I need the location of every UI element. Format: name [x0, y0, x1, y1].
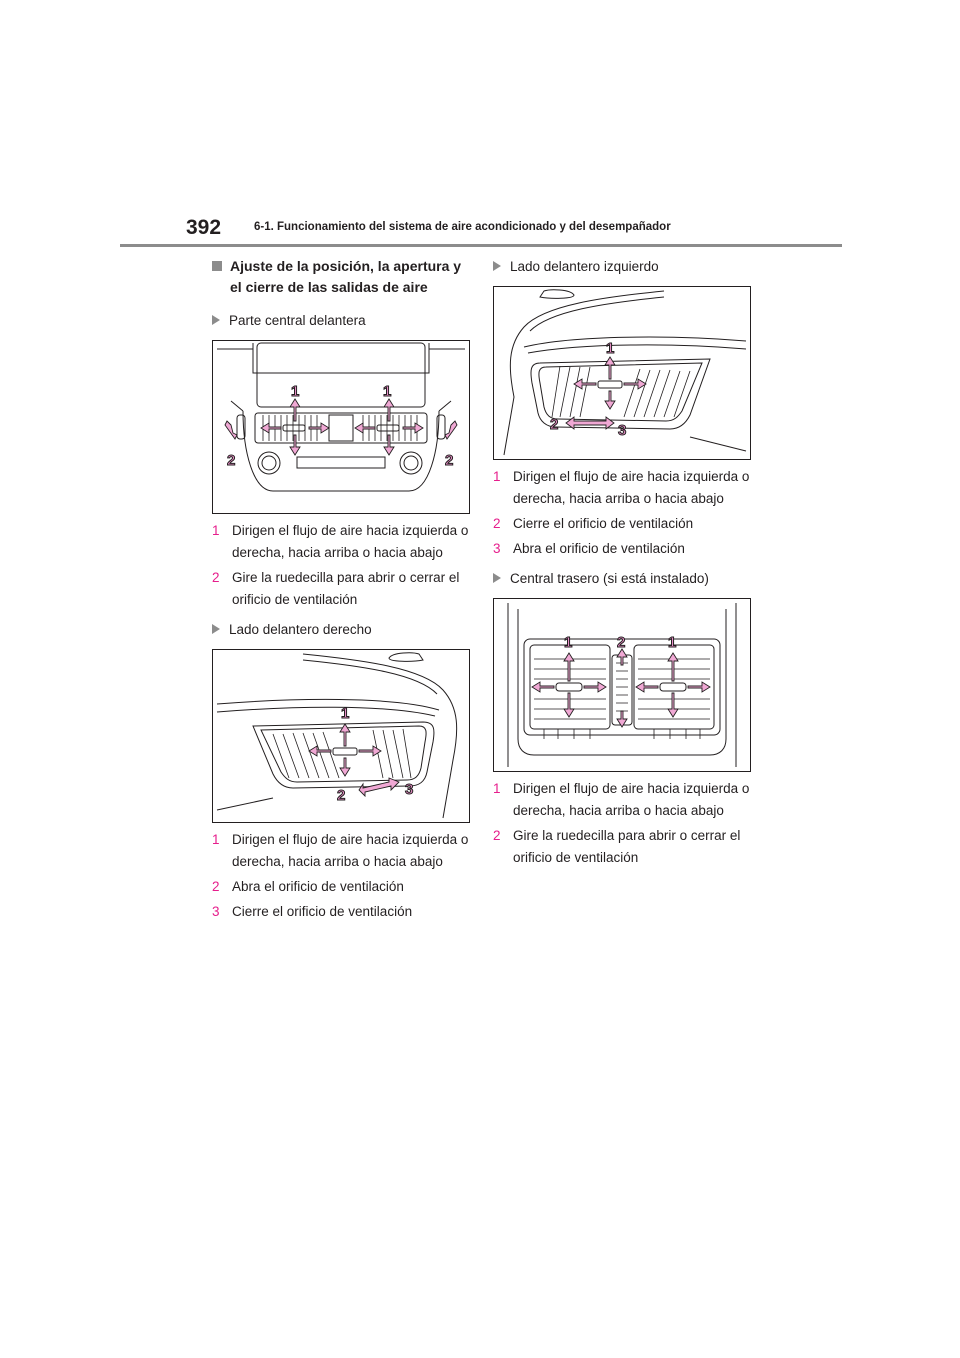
item-text: Cierre el orificio de ventilación [232, 904, 413, 919]
item-number: 2 [493, 516, 501, 531]
item-text: Dirigen el flujo de aire hacia izquierda… [513, 469, 750, 506]
rear-center-list: 1 Dirigen el flujo de aire hacia izquier… [493, 778, 755, 869]
figure-label-1: 1 [606, 340, 614, 357]
item-text: Gire la ruedecilla para abrir o cerrar e… [513, 828, 741, 865]
figure-rear-center-vents: 1 2 1 [493, 598, 751, 772]
item-text: Gire la ruedecilla para abrir o cerrar e… [232, 570, 460, 607]
triangle-bullet-icon [493, 573, 501, 583]
list-item: 1 Dirigen el flujo de aire hacia izquier… [493, 778, 755, 822]
item-text: Cierre el orificio de ventilación [513, 516, 694, 531]
list-item: 1 Dirigen el flujo de aire hacia izquier… [212, 829, 470, 873]
left-front-list: 1 Dirigen el flujo de aire hacia izquier… [493, 466, 755, 560]
chapter-title: 6-1. Funcionamiento del sistema de aire … [254, 221, 671, 233]
item-text: Dirigen el flujo de aire hacia izquierda… [232, 832, 469, 869]
figure-label-2: 2 [337, 787, 345, 804]
header-divider [120, 244, 842, 247]
figure-right-front-vent: 1 2 3 [212, 649, 470, 823]
section-heading: Ajuste de la posición, la apertura y el … [212, 256, 470, 298]
item-number: 2 [493, 828, 501, 843]
item-number: 2 [212, 570, 220, 585]
item-number: 1 [493, 469, 501, 484]
item-text: Dirigen el flujo de aire hacia izquierda… [513, 781, 750, 818]
figure-label-1: 1 [341, 705, 349, 722]
list-item: 1 Dirigen el flujo de aire hacia izquier… [212, 520, 470, 564]
subsection-title: Central trasero (si está instalado) [510, 570, 709, 586]
subsection-left-front: Lado delantero izquierdo [493, 256, 755, 276]
item-number: 1 [212, 832, 220, 847]
item-text: Abra el orificio de ventilación [513, 541, 685, 556]
figure-label-1: 1 [564, 634, 572, 651]
figure-label-1: 1 [383, 383, 391, 400]
triangle-bullet-icon [493, 261, 501, 271]
item-number: 3 [493, 541, 501, 556]
figure-label-1: 1 [291, 383, 299, 400]
section-heading-text: Ajuste de la posición, la apertura y el … [230, 258, 462, 295]
figure-label-1: 1 [668, 634, 676, 651]
right-column: Lado delantero izquierdo 1 2 [493, 256, 755, 875]
figure-label-3: 3 [618, 422, 626, 439]
subsection-center-front: Parte central delantera [212, 310, 470, 330]
right-front-list: 1 Dirigen el flujo de aire hacia izquier… [212, 829, 470, 923]
list-item: 3 Cierre el orificio de ventilación [212, 901, 470, 923]
figure-center-front-vents: 1 1 2 2 [212, 340, 470, 514]
list-item: 2 Gire la ruedecilla para abrir o cerrar… [212, 567, 470, 611]
item-number: 2 [212, 879, 220, 894]
list-item: 2 Cierre el orificio de ventilación [493, 513, 755, 535]
list-item: 1 Dirigen el flujo de aire hacia izquier… [493, 466, 755, 510]
left-column: Ajuste de la posición, la apertura y el … [212, 256, 470, 929]
square-bullet-icon [212, 261, 222, 271]
figure-label-2: 2 [550, 416, 558, 433]
figure-label-2: 2 [227, 452, 235, 469]
subsection-rear-center: Central trasero (si está instalado) [493, 568, 755, 588]
item-number: 3 [212, 904, 220, 919]
list-item: 2 Abra el orificio de ventilación [212, 876, 470, 898]
figure-label-3: 3 [405, 781, 413, 798]
figure-label-2: 2 [445, 452, 453, 469]
triangle-bullet-icon [212, 624, 220, 634]
page-number: 392 [186, 216, 222, 239]
figure-left-front-vent: 1 2 3 [493, 286, 751, 460]
item-text: Abra el orificio de ventilación [232, 879, 404, 894]
subsection-right-front: Lado delantero derecho [212, 619, 470, 639]
triangle-bullet-icon [212, 315, 220, 325]
figure-label-2: 2 [617, 634, 625, 651]
list-item: 3 Abra el orificio de ventilación [493, 538, 755, 560]
subsection-title: Parte central delantera [229, 312, 366, 328]
item-number: 1 [212, 523, 220, 538]
center-front-list: 1 Dirigen el flujo de aire hacia izquier… [212, 520, 470, 611]
item-number: 1 [493, 781, 501, 796]
subsection-title: Lado delantero derecho [229, 621, 372, 637]
list-item: 2 Gire la ruedecilla para abrir o cerrar… [493, 825, 755, 869]
subsection-title: Lado delantero izquierdo [510, 258, 659, 274]
item-text: Dirigen el flujo de aire hacia izquierda… [232, 523, 469, 560]
